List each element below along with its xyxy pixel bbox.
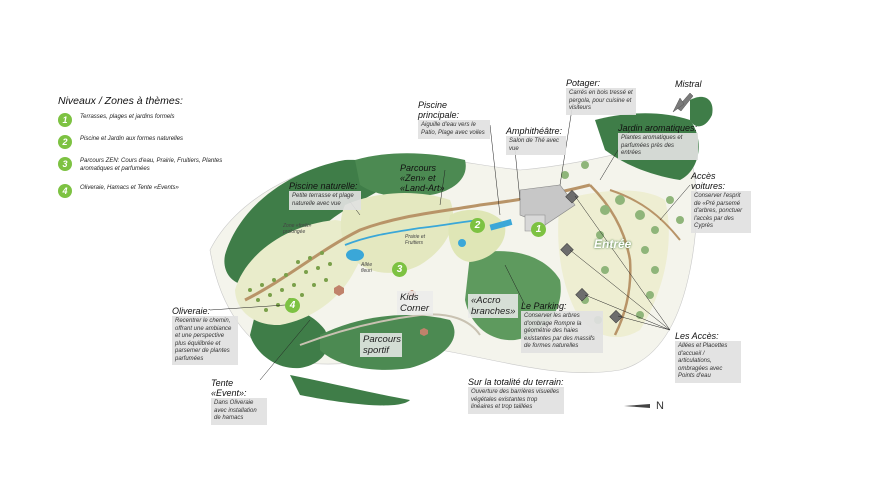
potager-desc: Carrés en bois tressé et pergola, pour c… [566, 88, 636, 115]
label-les-acces: Les Accès: Allées et Placettes d'accueil… [675, 331, 741, 383]
le-parking-title: Le Parking: [521, 301, 567, 311]
olive-grove [248, 251, 332, 312]
legend-title: Niveaux / Zones à thèmes: [58, 95, 183, 107]
legend-number-badge: 1 [58, 113, 72, 127]
forest-north [355, 153, 466, 197]
entrance-trees [561, 161, 684, 324]
label-jardin-aromatiques: Jardin aromatiques: Plantes aromatiques … [618, 123, 698, 160]
entrance-path [589, 184, 632, 336]
acces-voitures-desc: Conserver l'esprit de «Pré parsemé d'arb… [691, 191, 751, 233]
forest-east-strip [690, 96, 713, 127]
label-le-parking: Le Parking: Conserver les arbres d'ombra… [521, 301, 603, 353]
acces-voitures-title: Accès voitures: [691, 171, 726, 191]
parcours-sportif-text: Parcours sportif [360, 333, 402, 357]
south-path [299, 313, 481, 346]
allee-text: Allée fleuri [361, 262, 373, 274]
amphitheatre-title: Amphithéâtre: [506, 126, 563, 136]
label-mistral: Mistral [675, 79, 702, 89]
label-parcours-zen: Parcours «Zen» et «Land-Art» [400, 163, 462, 193]
stream [344, 219, 481, 246]
jardin-aromatiques-desc: Plantes aromatiques et parfumées près de… [618, 133, 698, 160]
label-potager: Potager: Carrés en bois tressé et pergol… [566, 78, 636, 115]
legend-number-badge: 4 [58, 184, 72, 198]
sur-totalite-desc: Ouverture des barrières visuelles végéta… [468, 387, 564, 414]
prairie-text: Prairie et Fruitiers [405, 234, 426, 246]
label-acces-voitures: Accès voitures: Conserver l'esprit de «P… [691, 171, 751, 233]
zone-foret-text: Zone «forêt» prolongée [283, 223, 312, 235]
label-piscine-naturelle: Piscine naturelle: Petite terrasse et pl… [289, 181, 361, 210]
label-sur-totalite: Sur la totalité du terrain: Ouverture de… [468, 377, 564, 414]
mistral-text: Mistral [675, 79, 702, 89]
leader-lines [209, 89, 691, 381]
parcours-zen-text: Parcours «Zen» et «Land-Art» [400, 163, 445, 193]
amphitheatre-desc: Salon de Thé avec vue [506, 136, 566, 155]
label-oliveraie: Oliveraie: Recentrer le chemin, offrant … [172, 306, 238, 365]
entree-text: Entrée [594, 237, 632, 251]
le-parking-desc: Conserver les arbres d'ombrage Rompre la… [521, 311, 603, 353]
mistral-arrow [672, 92, 694, 113]
tente-event-desc: Dans Oliveraie avec installation de hama… [211, 398, 267, 425]
legend-text: Parcours ZEN: Cours d'eau, Prairie, Frui… [80, 158, 223, 172]
legend-text: Terrasses, plages et jardins formels [80, 114, 175, 120]
legend-item-1: 1 Terrasses, plages et jardins formels [58, 113, 278, 135]
zone-badge-2: 2 [470, 218, 485, 233]
label-piscine-principale: Piscine principale: Aiguille d'eau vers … [418, 100, 490, 139]
legend-text: Piscine et Jardin aux formes naturelles [80, 136, 184, 142]
zone-badge-3: 3 [392, 262, 407, 277]
oliveraie-desc: Recentrer le chemin, offrant une ambianc… [172, 316, 238, 365]
piscine-naturelle-title: Piscine naturelle: [289, 181, 358, 191]
main-pool [489, 218, 513, 231]
legend-item-2: 2 Piscine et Jardin aux formes naturelle… [58, 135, 278, 157]
legend: Niveaux / Zones à thèmes: 1 Terrasses, p… [58, 95, 278, 206]
oliveraie-title: Oliveraie: [172, 306, 211, 316]
les-acces-desc: Allées et Placettes d'accueil / articula… [675, 341, 741, 383]
potager-title: Potager: [566, 78, 601, 88]
north-arrow [624, 404, 650, 408]
label-tente-event: Tente «Event»: Dans Oliveraie avec insta… [211, 378, 267, 425]
accro-branches-text: «Accro branches» [468, 294, 518, 318]
access-plazas [560, 189, 623, 324]
pond [458, 239, 466, 247]
label-amphitheatre: Amphithéâtre: Salon de Thé avec vue [506, 126, 566, 155]
north-letter: N [656, 400, 664, 412]
access-road [609, 189, 681, 241]
jardin-aromatiques-title: Jardin aromatiques: [618, 123, 698, 133]
natural-pool [346, 249, 364, 261]
les-acces-title: Les Accès: [675, 331, 719, 341]
piscine-principale-title: Piscine principale: [418, 100, 460, 120]
legend-item-4: 4 Oliveraie, Hamacs et Tente «Events» [58, 184, 278, 206]
sur-totalite-title: Sur la totalité du terrain: [468, 377, 564, 387]
zone-badge-1: 1 [531, 222, 546, 237]
legend-number-badge: 2 [58, 135, 72, 149]
zone-badge-4: 4 [285, 298, 300, 313]
legend-item-3: 3 Parcours ZEN: Cours d'eau, Prairie, Fr… [58, 157, 278, 184]
forest-bottom-strip [290, 375, 410, 406]
piscine-naturelle-desc: Petite terrasse et plage naturelle avec … [289, 191, 361, 210]
legend-number-badge: 3 [58, 157, 72, 171]
kids-corner-text: Kids Corner [397, 291, 433, 315]
piscine-principale-desc: Aiguille d'eau vers le Patio, Plage avec… [418, 120, 490, 139]
tente-event-title: Tente «Event»: [211, 378, 247, 398]
legend-text: Oliveraie, Hamacs et Tente «Events» [80, 185, 179, 191]
